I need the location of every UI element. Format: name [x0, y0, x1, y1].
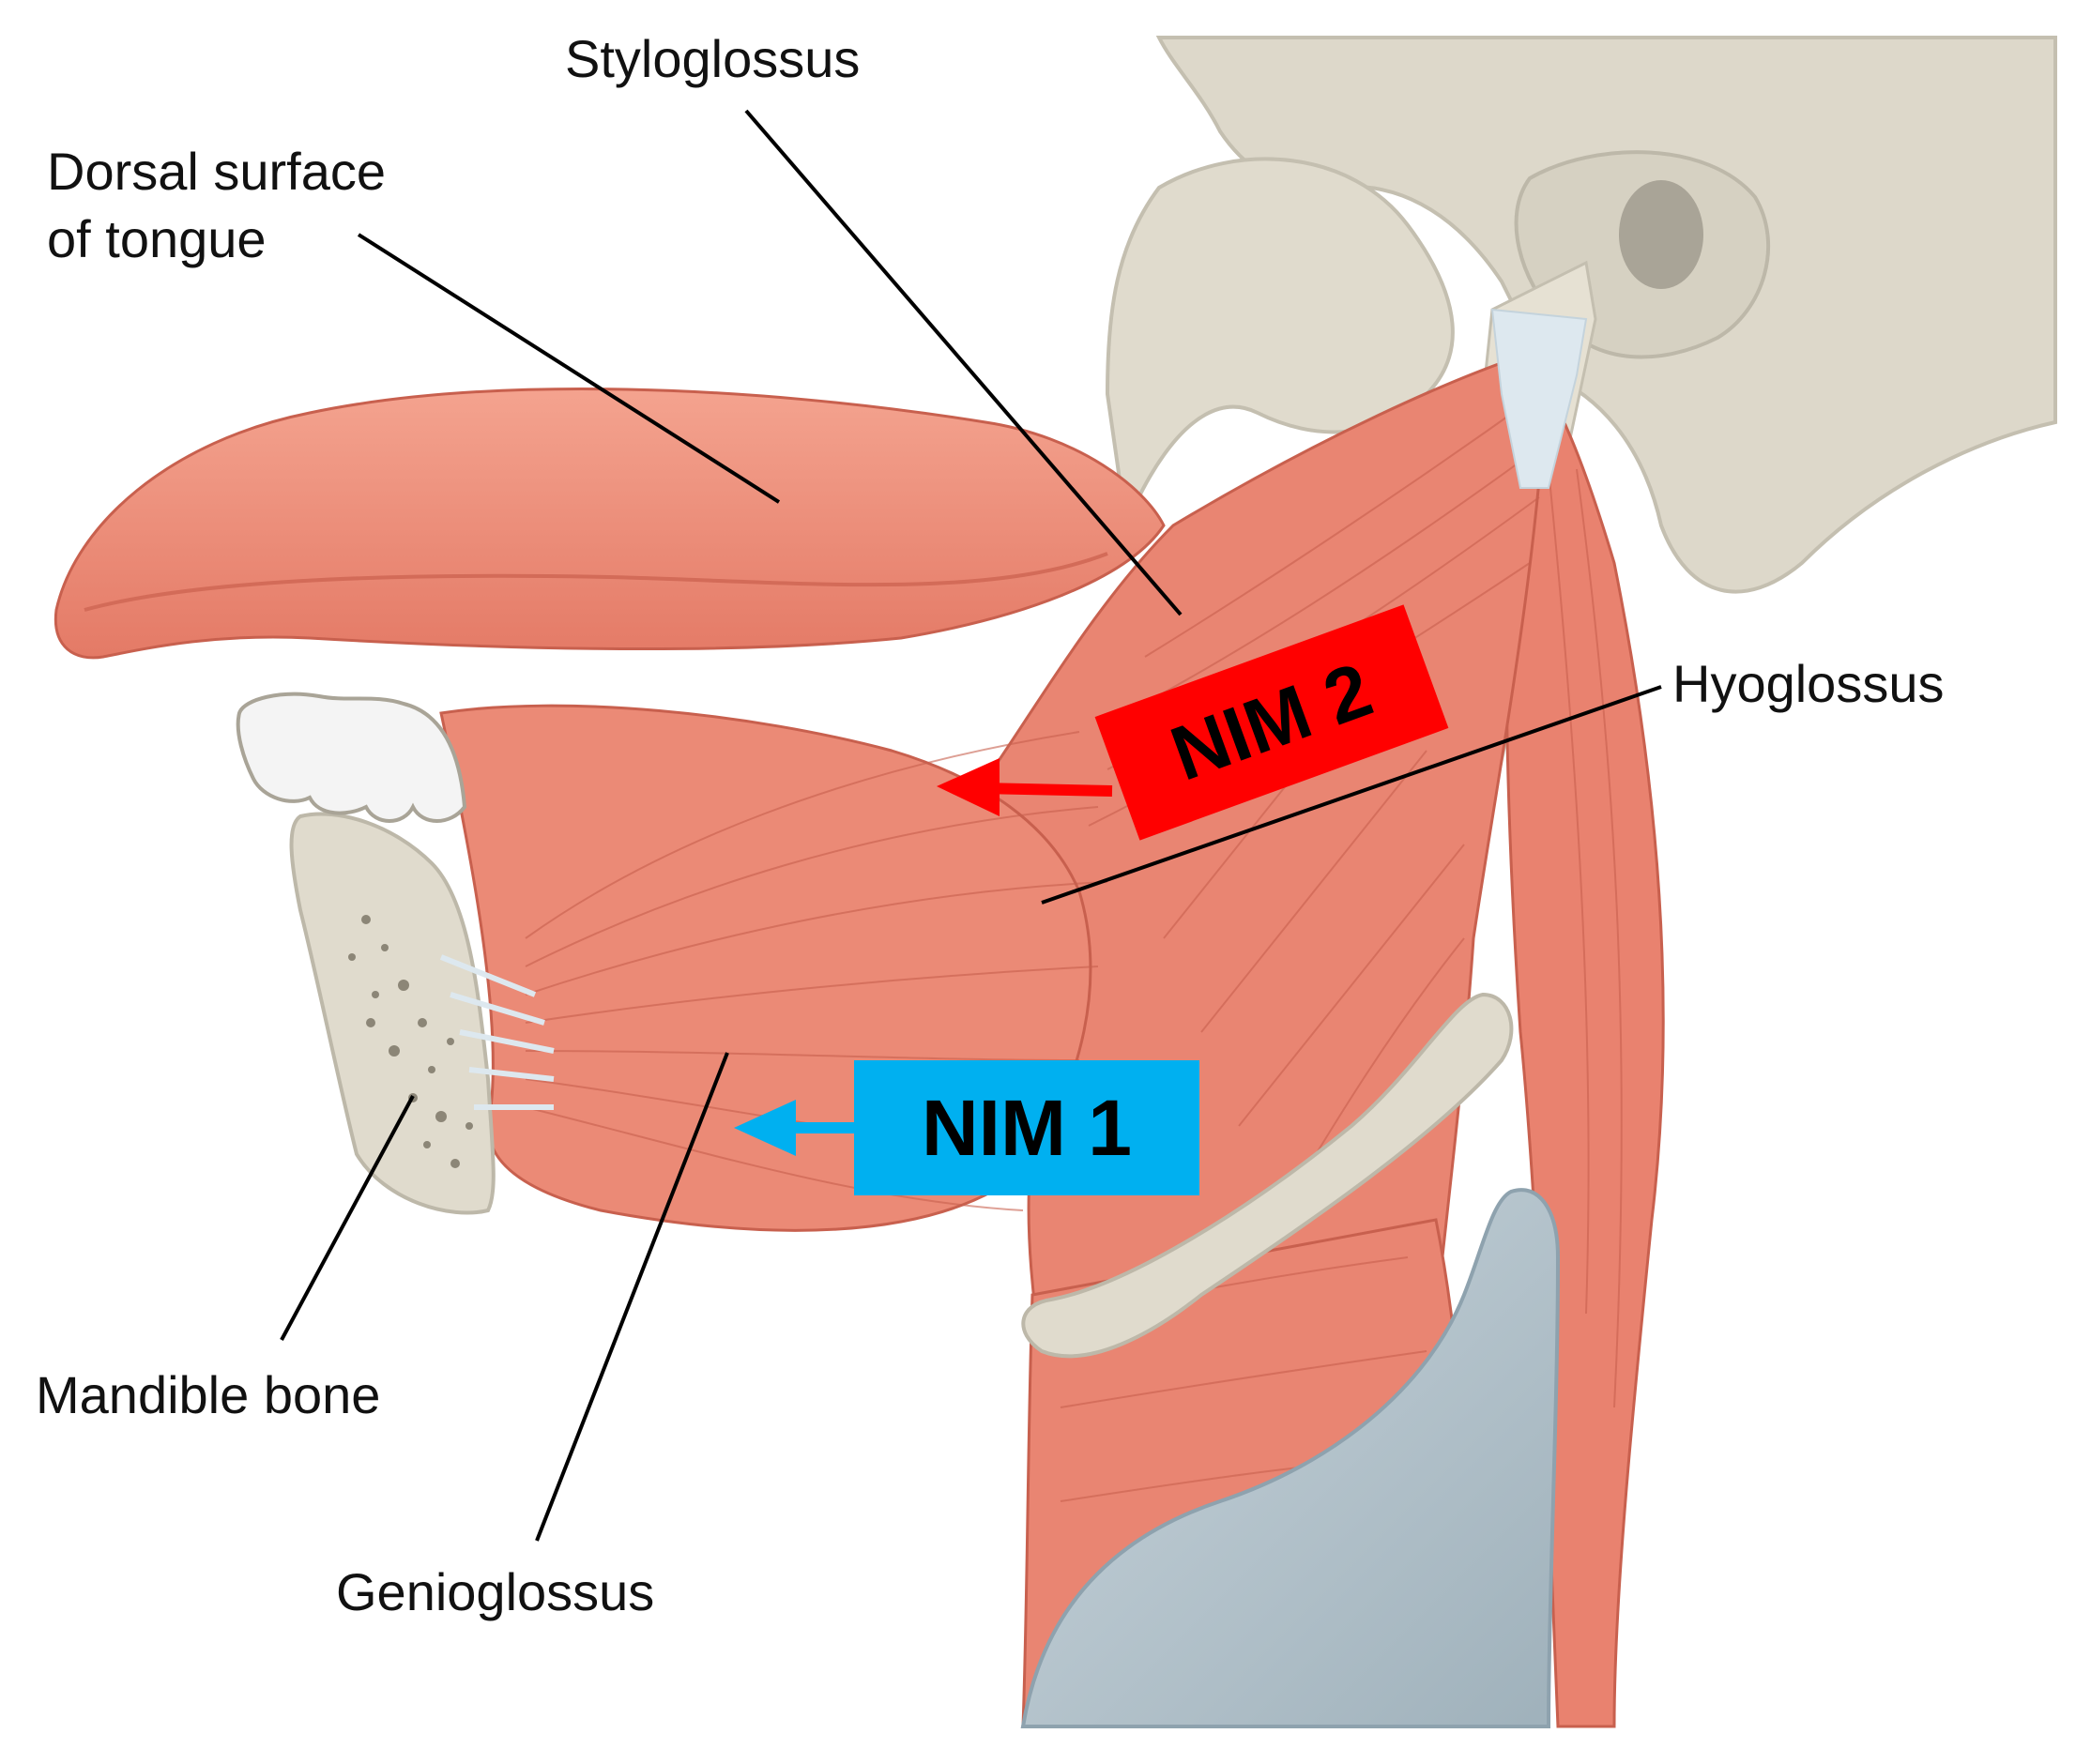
label-dorsal-surface-line2: of tongue	[47, 209, 267, 268]
nim2-arrow	[937, 758, 1113, 816]
dorsal-surface-leader	[357, 233, 781, 504]
teeth	[236, 692, 467, 823]
hyoglossus-leader	[1041, 685, 1662, 905]
tongue	[53, 388, 1166, 660]
styloglossus-tendon	[1490, 308, 1588, 489]
tongue-groove	[84, 552, 1108, 612]
genioglossus-leader	[535, 1052, 729, 1542]
nim1-marker: NIM 1	[854, 1060, 1199, 1195]
styloglossus-leader	[744, 109, 1183, 616]
label-mandible-bone: Mandible bone	[36, 1365, 381, 1424]
nim1-arrow	[734, 1100, 859, 1156]
mandible-ramus	[1105, 157, 1455, 526]
label-genioglossus: Genioglossus	[336, 1562, 655, 1621]
ear-canal	[1619, 180, 1703, 289]
label-hyoglossus: Hyoglossus	[1672, 654, 1945, 713]
mandible-bone	[289, 812, 496, 1215]
label-styloglossus: Styloglossus	[565, 29, 861, 88]
genioglossus-tendon	[439, 954, 555, 1110]
hyoid-bone	[1021, 992, 1514, 1359]
label-dorsal-surface-line1: Dorsal surface	[47, 142, 387, 201]
mandible-leader	[280, 1095, 415, 1341]
nim1-label: NIM 1	[921, 1083, 1133, 1172]
leader-lines	[280, 109, 1662, 1542]
bone-trabeculae	[348, 915, 473, 1168]
thyroid-cartilage	[1020, 1188, 1561, 1728]
